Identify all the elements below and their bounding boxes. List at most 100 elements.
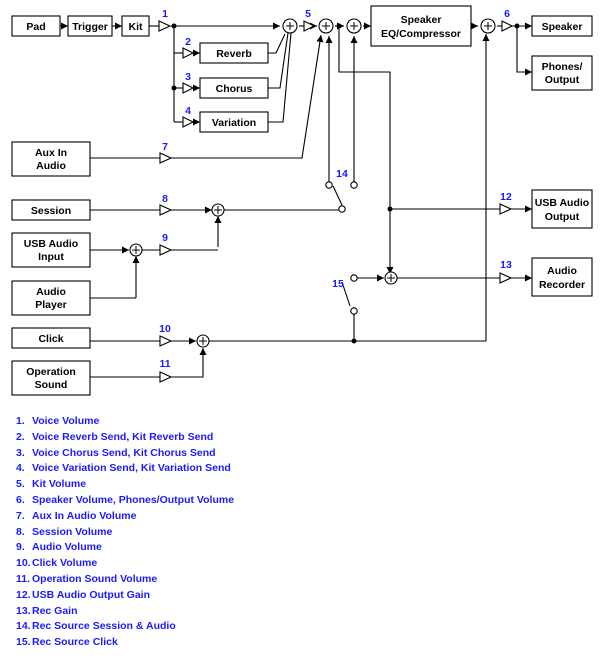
click-label: Click: [38, 333, 63, 345]
audio-player-block: [11, 280, 91, 316]
junction-dot: [171, 23, 177, 29]
switch-14-pivot: [338, 205, 346, 213]
session-block: [11, 199, 91, 221]
switch-15-pivot: [350, 307, 358, 315]
legend-text: Rec Source Click: [32, 636, 118, 649]
chorus-block: [199, 77, 269, 99]
session-label: Session: [31, 205, 71, 217]
variation-block: [199, 111, 269, 133]
legend-number: 11.: [16, 572, 31, 585]
marker-7: 7: [162, 141, 168, 153]
marker-10: 10: [159, 323, 171, 335]
chorus-label: Chorus: [216, 83, 253, 95]
switch-15-contact: [350, 274, 358, 282]
usb-audio-output-block: [531, 189, 593, 229]
legend-number: 13.: [16, 604, 31, 617]
junction-dot: [336, 23, 342, 29]
legend-number: 1.: [16, 415, 25, 427]
gain-triangle-10: [159, 335, 173, 347]
legend-number: 10.: [16, 557, 31, 570]
gain-triangle-4: [182, 116, 195, 128]
legend-item: 5.Kit Volume: [16, 477, 234, 493]
gain-triangle-8: [159, 204, 173, 216]
player-label-1: Audio: [36, 286, 66, 298]
legend-item: 4.Voice Variation Send, Kit Variation Se…: [16, 461, 234, 477]
marker-1: 1: [162, 8, 168, 20]
gain-triangle-13: [499, 272, 513, 284]
phones-label-1: Phones/: [542, 61, 583, 73]
pad-block: [11, 15, 61, 37]
legend-number: 7.: [16, 509, 25, 522]
legend-text: Aux In Audio Volume: [32, 509, 137, 522]
legend-item: 8. Session Volume: [16, 525, 234, 541]
gain-triangle-5: [303, 20, 316, 32]
op-label-2: Sound: [35, 379, 68, 391]
speaker-eq-label-2: EQ/Compressor: [381, 28, 461, 40]
marker-13: 13: [500, 259, 512, 271]
legend-item: 10.Click Volume: [16, 556, 234, 572]
legend-text: Operation Sound Volume: [32, 572, 158, 585]
legend-item: 6. Speaker Volume, Phones/Output Volume: [16, 493, 234, 509]
usb-in-label-1: USB Audio: [24, 238, 78, 250]
legend-number: 9.: [16, 541, 25, 554]
trigger-label: Trigger: [72, 21, 108, 33]
usb-out-label-2: Output: [545, 211, 580, 223]
legend-item: 15.Rec Source Click: [16, 635, 234, 651]
legend-text: Voice Reverb Send, Kit Reverb Send: [32, 430, 214, 443]
trigger-block: [67, 15, 113, 37]
signal-flow-diagram: Pad Trigger Kit Reverb Chorus Variation …: [11, 5, 593, 396]
speaker-eq-block: [370, 5, 472, 47]
usb-audio-input-block: [11, 232, 91, 268]
aux-label-2: Audio: [36, 160, 66, 172]
marker-9: 9: [162, 232, 168, 244]
marker-11: 11: [159, 358, 170, 370]
marker-12: 12: [500, 191, 512, 203]
legend-number: 2.: [16, 430, 25, 443]
gain-triangle-12: [499, 203, 513, 215]
gain-triangle-2: [182, 47, 195, 59]
op-label-1: Operation: [26, 366, 76, 378]
gain-triangle-7: [159, 152, 173, 164]
aux-label-1: Aux In: [35, 147, 67, 159]
legend-text: Rec Gain: [32, 604, 78, 617]
legend-item: 3.Voice Chorus Send, Kit Chorus Send: [16, 446, 234, 462]
legend-number: 3.: [16, 446, 25, 459]
legend-number: 15.: [16, 636, 31, 649]
gain-triangle-9: [159, 244, 173, 256]
speaker-eq-label-1: Speaker: [401, 14, 442, 26]
marker-2: 2: [185, 36, 191, 48]
legend-number: 6.: [16, 493, 25, 506]
legend-number: 8.: [16, 525, 25, 538]
gain-triangle-3: [182, 82, 195, 94]
legend-text: USB Audio Output Gain: [32, 588, 151, 601]
usb-out-label-1: USB Audio: [535, 197, 589, 209]
kit-block: [121, 15, 150, 37]
marker-5: 5: [305, 8, 311, 20]
gain-triangle-11: [159, 371, 173, 383]
player-label-2: Player: [35, 299, 67, 311]
speaker-out-label: Speaker: [542, 21, 583, 33]
junction-dot: [514, 23, 520, 29]
rec-label-2: Recorder: [539, 279, 585, 291]
junction-dot: [351, 338, 357, 344]
pad-label: Pad: [26, 21, 45, 33]
legend-text: Speaker Volume, Phones/Output Volume: [32, 493, 235, 506]
marker-6: 6: [504, 8, 510, 20]
legend-text: Session Volume: [32, 525, 113, 538]
gain-triangle-6: [501, 20, 514, 32]
legend-item: 11.Operation Sound Volume: [16, 572, 234, 588]
switch-14-contact-a: [325, 181, 333, 189]
junction-dot: [171, 85, 177, 91]
marker-8: 8: [162, 193, 168, 205]
legend-number: 4.: [16, 462, 25, 475]
audio-recorder-block: [531, 257, 593, 297]
legend-number: 12.: [16, 588, 31, 601]
phones-label-2: Output: [545, 74, 580, 86]
legend-item: 7. Aux In Audio Volume: [16, 509, 234, 525]
legend-list: 1.Voice Volume 2. Voice Reverb Send, Kit …: [16, 414, 234, 651]
legend-item: 14.Rec Source Session & Audio: [16, 619, 234, 635]
legend-number: 5.: [16, 478, 25, 491]
legend-item: 1.Voice Volume: [16, 414, 234, 430]
marker-4: 4: [185, 105, 191, 117]
legend-text: Rec Source Session & Audio: [32, 620, 176, 633]
